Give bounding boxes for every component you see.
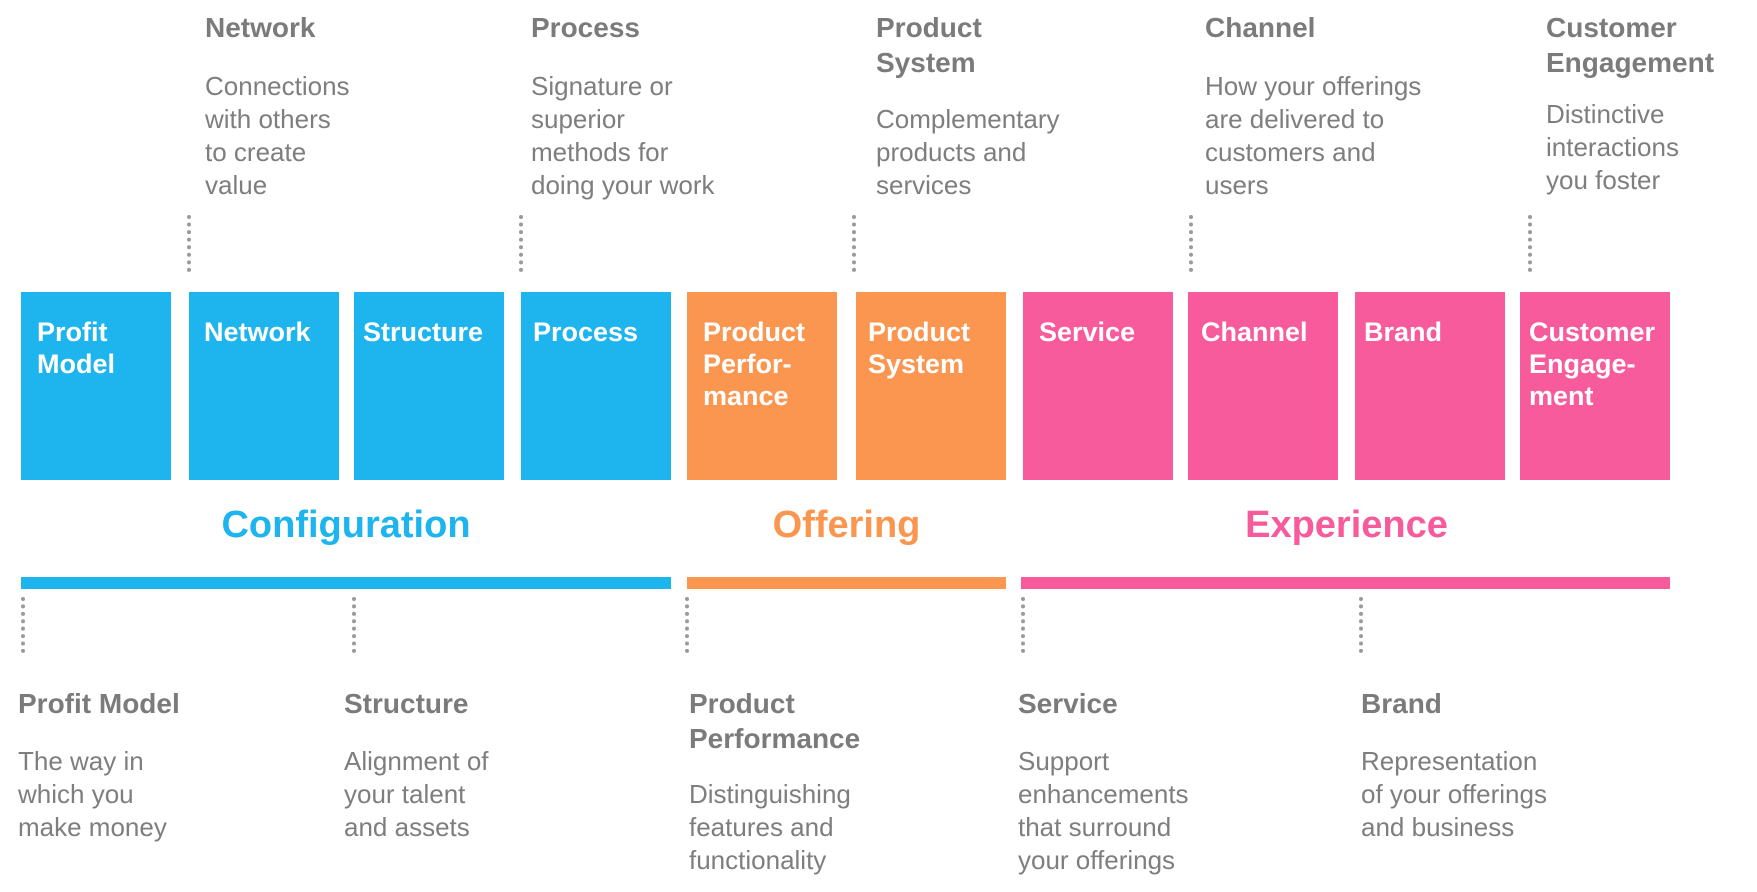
bottom-desc-structure: Alignment of your talent and assets	[344, 746, 489, 842]
top-title-network: Network	[205, 12, 316, 43]
block-product-performance: Product Perfor- mance	[687, 292, 837, 480]
category-offering: Offering	[772, 504, 921, 546]
bottom-desc-brand: Representation of your offerings and bus…	[1361, 746, 1547, 842]
block-profit-model: Profit Model	[21, 292, 171, 480]
bottom-connector-structure	[352, 597, 356, 653]
bottom-connector-product-performance	[685, 597, 689, 653]
top-title-channel: Channel	[1205, 12, 1316, 43]
top-connector-product-system	[852, 215, 856, 272]
bottom-connector-brand	[1359, 597, 1363, 653]
top-desc-product-system: Complementary products and services	[876, 104, 1060, 200]
top-desc-channel: How your offerings are delivered to cust…	[1205, 71, 1422, 200]
bar-experience	[1021, 577, 1670, 589]
bottom-desc-profit-model: The way in which you make money	[18, 746, 167, 842]
bottom-desc-product-performance: Distinguishing features and functionalit…	[689, 779, 851, 875]
category-configuration: Configuration	[221, 504, 471, 546]
bottom-desc-service: Support enhancements that surround your …	[1018, 746, 1189, 875]
bottom-connector-service	[1021, 597, 1025, 653]
block-brand: Brand	[1355, 292, 1505, 480]
bottom-title-service: Service	[1018, 688, 1118, 719]
bar-offering	[687, 577, 1006, 589]
block-product-system: Product System	[856, 292, 1006, 480]
top-connector-process	[519, 215, 523, 272]
top-connector-channel	[1189, 215, 1193, 272]
top-title-process: Process	[531, 12, 640, 43]
bottom-title-profit-model: Profit Model	[18, 688, 180, 719]
bottom-title-product-performance: Product Performance	[689, 688, 861, 754]
block-service: Service	[1023, 292, 1173, 480]
top-title-product-system: Product System	[876, 12, 982, 78]
block-network: Network	[189, 292, 339, 480]
bar-configuration	[21, 577, 671, 589]
top-desc-customer-engagement: Distinctive interactions you foster	[1546, 99, 1679, 195]
category-experience: Experience	[1245, 504, 1448, 546]
top-title-customer-engagement: Customer Engagement	[1546, 12, 1715, 78]
top-connector-customer-engagement	[1528, 215, 1532, 272]
block-structure: Structure	[354, 292, 504, 480]
block-process: Process	[521, 292, 671, 480]
top-desc-network: Connections with others to create value	[205, 71, 350, 200]
top-connector-network	[187, 215, 191, 272]
block-customer-engagement: Customer Engage- ment	[1520, 292, 1670, 480]
bottom-connector-profit-model	[21, 597, 25, 653]
block-channel: Channel	[1188, 292, 1338, 480]
bottom-title-structure: Structure	[344, 688, 469, 719]
bottom-title-brand: Brand	[1361, 688, 1442, 719]
top-desc-process: Signature or superior methods for doing …	[531, 71, 715, 200]
